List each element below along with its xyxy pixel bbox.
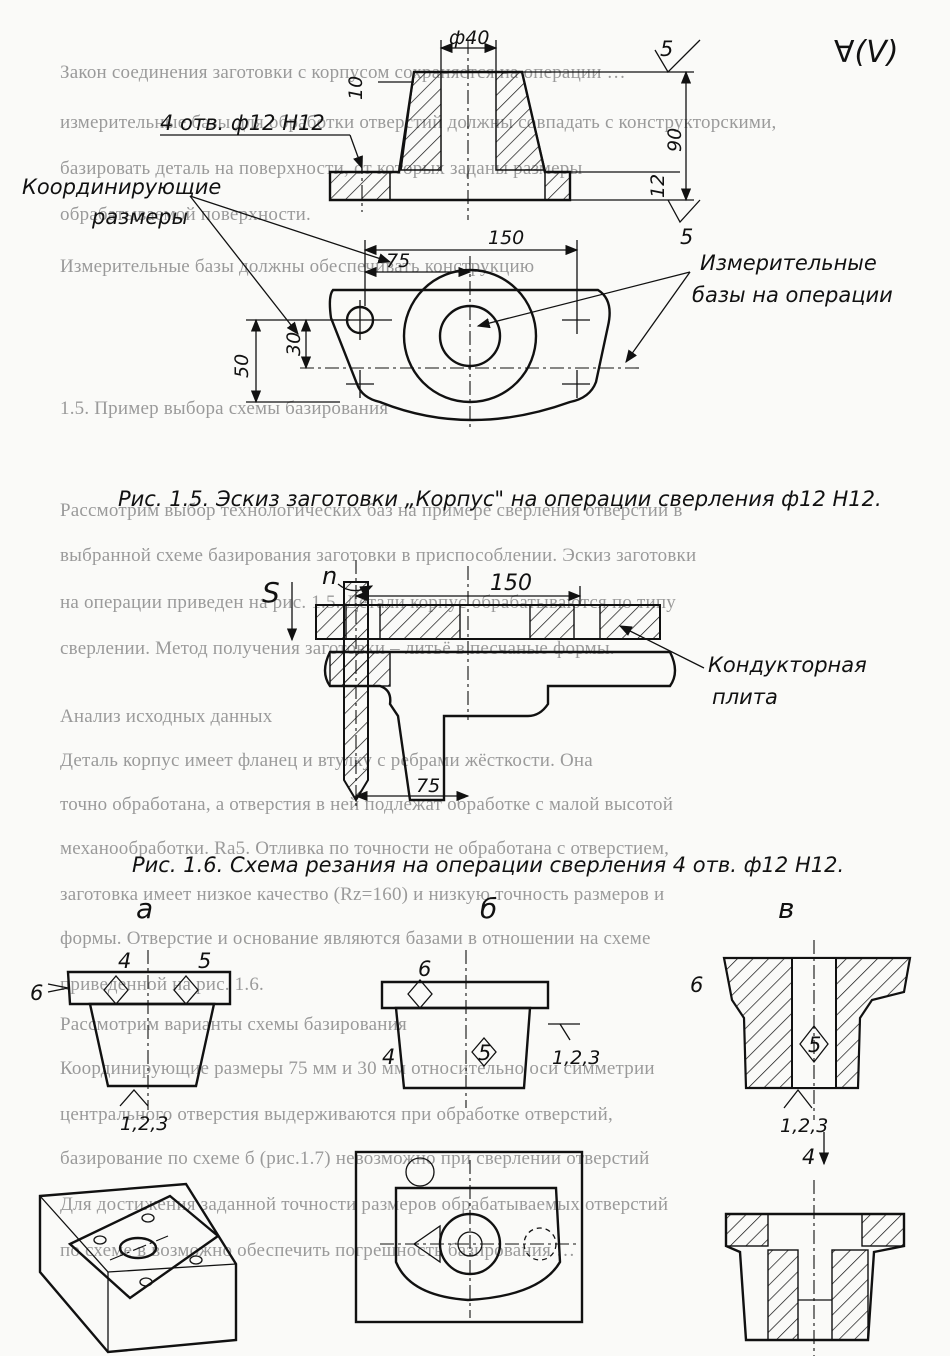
fig16-label-line1: Кондукторная [708, 653, 867, 677]
fig15-hole-callout: 4 отв. ф12 Н12 [160, 111, 325, 135]
figure-1-6: S n 150 75 Кондукторная плита Рис. 1.6. … [132, 560, 867, 877]
fig16-label-line2: плита [712, 685, 778, 709]
background-text-line: точно обработана, а отверстия в ней подл… [60, 794, 674, 815]
background-text-line: Координирующие размеры 75 мм и 30 мм отн… [60, 1058, 655, 1079]
fig17-b-num123: 1,2,3 [552, 1047, 600, 1069]
fig17-variant-v: в 6 5 1,2,3 4 [690, 892, 912, 1169]
fig15-roughness-bottom: 5 [680, 225, 693, 249]
fig17-iso-a [38, 1182, 238, 1354]
fig17-a-num5: 5 [198, 949, 211, 973]
background-text-line: Рассмотрим варианты схемы базирования [60, 1014, 407, 1035]
fig17-b-num4: 4 [382, 1045, 395, 1069]
fig15-roughness-top: 5 [660, 37, 673, 61]
background-text-line: обрабатываемой поверхности. [60, 204, 311, 225]
fig17-b-num5: 5 [478, 1041, 491, 1065]
background-text-line: выбранной схеме базирования заготовки в … [60, 545, 697, 566]
fig17-v-num123: 1,2,3 [780, 1115, 828, 1137]
fig15-dim-10: 10 [345, 76, 367, 100]
fig15-label-meas-line2: базы на операции [692, 283, 893, 307]
fig16-feed-label: S [262, 576, 280, 609]
background-text-line: формы. Отверстие и основание являются ба… [60, 928, 651, 949]
fig17-section-v [724, 1180, 906, 1356]
background-text-line: механообработки. Ra5. Отливка по точност… [60, 838, 670, 859]
background-text-line: базирование по схеме б (рис.1.7) невозмо… [60, 1148, 650, 1169]
fig15-dim-12: 12 [647, 174, 669, 198]
fig15-dim-30: 30 [283, 332, 305, 356]
fig17-v-num4: 4 [802, 1145, 815, 1169]
fig15-dim-90: 90 [664, 128, 686, 152]
fig17-variant-a: а 6 4 5 1,2,3 [30, 892, 232, 1135]
fig17-v-num5: 5 [808, 1033, 821, 1057]
fig15-caption: Рис. 1.5. Эскиз заготовки „Корпус" на оп… [118, 487, 882, 511]
background-text-line: центрального отверстия выдерживаются при… [60, 1104, 613, 1125]
figure-1-7: а 6 4 5 1,2,3 б 6 4 5 1,2,3 [30, 892, 912, 1356]
fig15-dim-40: ф40 [449, 27, 489, 49]
fig17-variant-b: б 6 4 5 1,2,3 [380, 892, 600, 1108]
fig16-rpm-label: n [322, 562, 337, 590]
fig15-label-coord-line2: размеры [91, 205, 188, 229]
fig17-a-num123: 1,2,3 [120, 1113, 168, 1135]
fig15-dim-50: 50 [231, 354, 253, 378]
fig17-plan-b [354, 1150, 584, 1324]
fig16-dim-75: 75 [416, 775, 440, 797]
fig15-label-meas-line1: Измерительные [700, 251, 877, 275]
fig17-a-num4: 4 [118, 949, 131, 973]
fig16-caption: Рис. 1.6. Схема резания на операции свер… [132, 853, 844, 877]
fig16-dim-150: 150 [490, 571, 532, 596]
fig17-b-title: б [480, 892, 497, 925]
fig17-v-title: в [778, 892, 795, 925]
fig15-front-view: ф40 10 90 12 5 5 ∀(V) 4 отв. ф12 Н12 [160, 27, 898, 249]
fig15-plan-view: 150 75 30 50 Координирующие размеры Изме… [22, 175, 893, 430]
background-text-line: приведенной на рис. 1.6. [60, 974, 264, 995]
fig15-label-coord-line1: Координирующие [22, 175, 221, 199]
background-text-line: 1.5. Пример выбора схемы базирования [60, 398, 389, 419]
fig17-a-num6: 6 [30, 981, 43, 1005]
fig15-roughness-general: ∀(V) [834, 35, 898, 70]
fig17-b-num6: 6 [418, 957, 431, 981]
background-text-line: сверлении. Метод получения заготовки – л… [60, 638, 615, 659]
background-text-line: Для достижения заданной точности размеро… [60, 1194, 669, 1215]
figure-1-5: ф40 10 90 12 5 5 ∀(V) 4 отв. ф12 Н12 [22, 27, 898, 511]
background-text-line: Деталь корпус имеет фланец и втулку с ре… [60, 750, 593, 771]
background-text-line: Рассмотрим выбор технологических баз на … [60, 500, 683, 521]
fig15-dim-150: 150 [488, 227, 524, 249]
background-text-line: заготовка имеет низкое качество (Rz=160)… [60, 884, 665, 905]
background-text-line: Закон соединения заготовки с корпусом со… [60, 62, 626, 83]
fig15-dim-75: 75 [386, 250, 410, 272]
fig17-v-num6: 6 [690, 973, 703, 997]
fig17-a-title: а [136, 892, 153, 925]
background-text-line: Анализ исходных данных [60, 706, 273, 727]
background-text-line: базировать деталь на поверхности, от кот… [60, 158, 583, 179]
